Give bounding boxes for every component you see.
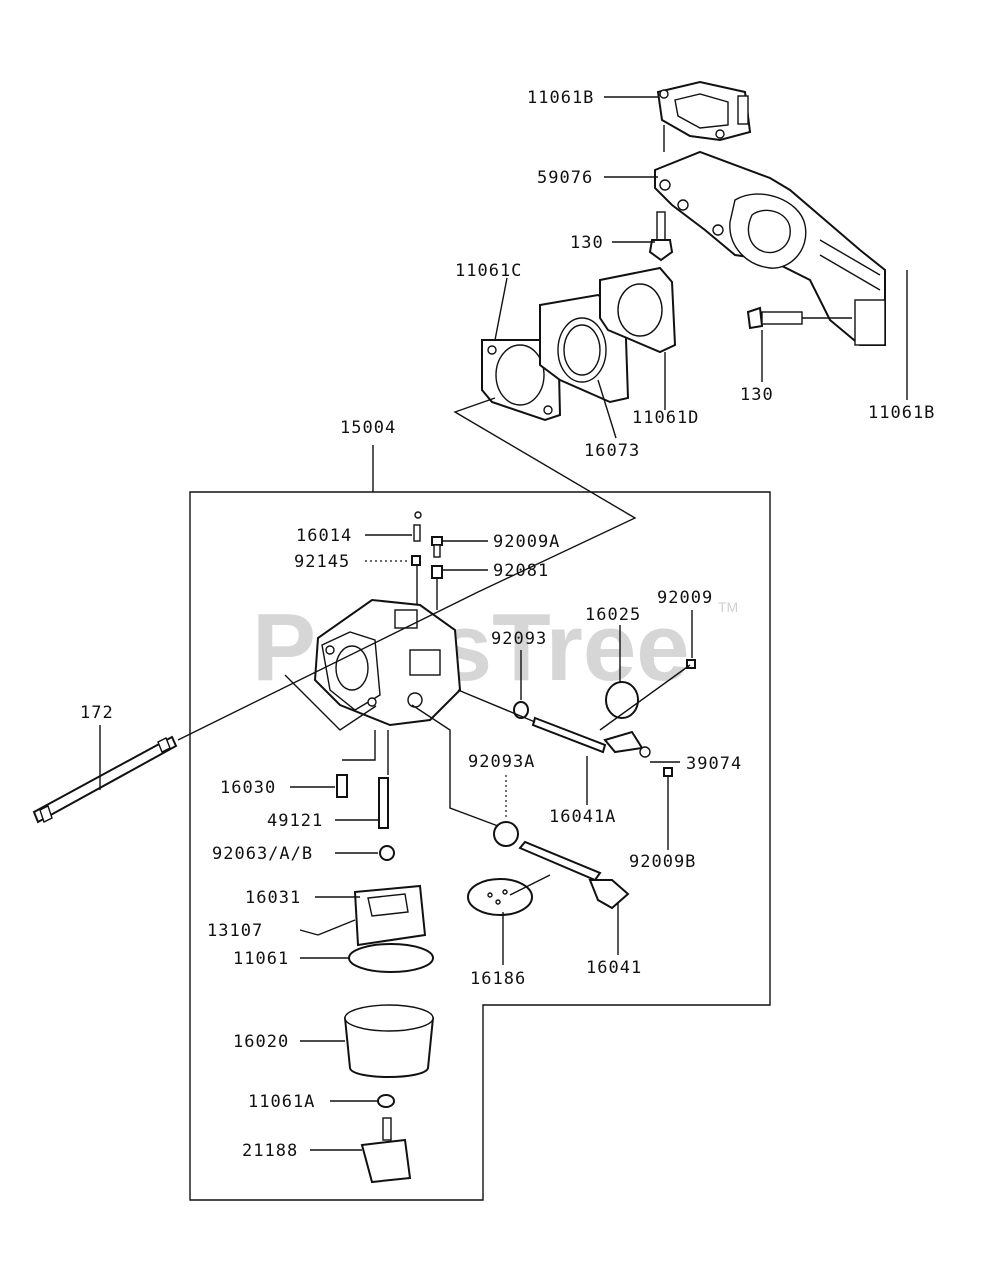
label-39074: 39074	[686, 754, 742, 774]
screw-92009b	[663, 767, 673, 777]
label-92081: 92081	[493, 561, 549, 581]
gasket-11061b-top	[656, 80, 752, 142]
label-16073: 16073	[584, 441, 640, 461]
leader-carb-lower	[284, 674, 377, 731]
label-11061d: 11061D	[632, 408, 699, 428]
spring-92081	[431, 565, 443, 579]
pin-13107	[317, 919, 356, 936]
label-16020: 16020	[233, 1032, 289, 1052]
label-92093: 92093	[491, 629, 547, 649]
label-92063-a-b: 92063/A/B	[212, 844, 313, 864]
label-15004: 15004	[340, 418, 396, 438]
leader-throttle	[457, 664, 691, 731]
throttle-shaft-16041a	[531, 716, 607, 754]
float-16031	[353, 884, 427, 947]
label-130-b: 130	[740, 385, 774, 405]
leader-choke	[411, 704, 551, 896]
label-16014: 16014	[296, 526, 352, 546]
label-92093a: 92093A	[468, 752, 535, 772]
screw-92009	[686, 659, 696, 669]
throttle-plate-16025	[605, 681, 639, 719]
bolt-130-a	[648, 211, 674, 262]
label-16041a: 16041A	[549, 807, 616, 827]
float-bowl-16020	[343, 1004, 435, 1078]
leader-carb-parts	[416, 565, 438, 610]
collar-92093a	[493, 821, 519, 847]
leader-jet-pipe	[342, 730, 389, 775]
label-172: 172	[80, 703, 114, 723]
label-16025: 16025	[585, 605, 641, 625]
label-16031: 16031	[245, 888, 301, 908]
choke-plate-16186	[467, 878, 533, 916]
label-11061: 11061	[233, 949, 289, 969]
label-leaders	[290, 96, 908, 1151]
label-130-a: 130	[570, 233, 604, 253]
label-16030: 16030	[220, 778, 276, 798]
stud-172	[32, 735, 178, 824]
gasket-11061	[348, 943, 434, 973]
choke-shaft-16041	[518, 840, 630, 910]
label-11061a: 11061A	[248, 1092, 315, 1112]
label-13107: 13107	[207, 921, 263, 941]
intake-manifold-59076	[654, 150, 886, 346]
label-59076: 59076	[537, 168, 593, 188]
leader-stud	[177, 591, 479, 741]
label-92009b: 92009B	[629, 852, 696, 872]
label-11061c: 11061C	[455, 261, 522, 281]
assembly-outline	[189, 491, 771, 1201]
solenoid-21188	[360, 1117, 412, 1184]
jet-16030	[336, 774, 348, 798]
label-21188: 21188	[242, 1141, 298, 1161]
bolt-92063	[379, 845, 395, 861]
gasket-11061d	[599, 266, 677, 354]
label-92009a: 92009A	[493, 532, 560, 552]
label-16041: 16041	[586, 958, 642, 978]
carburetor-body	[313, 598, 462, 727]
bolt-130-b	[746, 306, 803, 330]
spring-92145	[411, 555, 421, 566]
label-16186: 16186	[470, 969, 526, 989]
label-11061b-right: 11061B	[868, 403, 935, 423]
washer-11061a	[377, 1094, 395, 1108]
leader-gasket-to-carb	[453, 397, 637, 593]
watermark-tm: TM	[718, 599, 738, 615]
lever-39074	[603, 730, 651, 758]
label-92145: 92145	[294, 552, 350, 572]
label-92009: 92009	[657, 588, 713, 608]
label-49121: 49121	[267, 811, 323, 831]
screw-92009a	[431, 536, 443, 558]
needle-16014	[413, 511, 422, 542]
label-11061b-top: 11061B	[527, 88, 594, 108]
pipe-49121	[378, 777, 389, 829]
